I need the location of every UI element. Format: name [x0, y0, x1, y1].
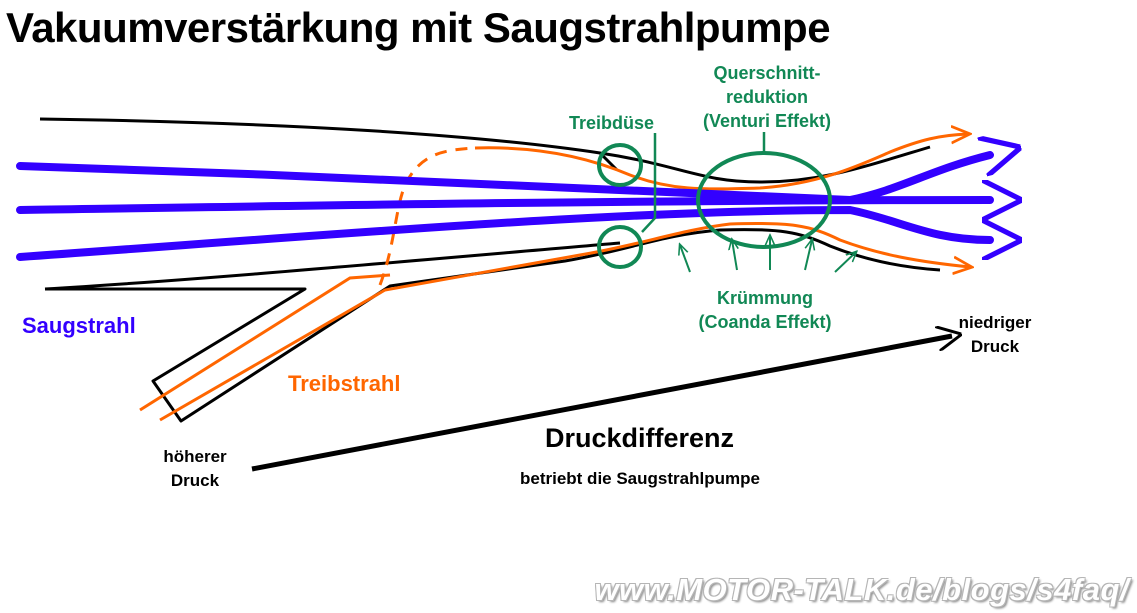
coanda-arrow [834, 252, 856, 273]
motive-jet-upper-stream [474, 134, 968, 191]
annotations [597, 132, 856, 273]
suction-stream-upper [16, 155, 990, 205]
housing-lower-wall [45, 228, 941, 423]
motive-jet-flow [139, 134, 970, 422]
page-title: Vakuumverstärkung mit Saugstrahlpumpe [6, 4, 831, 51]
coanda-arrow [732, 240, 737, 271]
pressure-difference-caption: betriebt die Saugstrahlpumpe [520, 469, 760, 488]
nozzle-lower-tip [44, 241, 621, 291]
coanda-arrow [680, 245, 691, 273]
cross-section-label-line: Querschnitt- [713, 63, 821, 83]
pressure-difference-arrow [251, 336, 952, 472]
motive-jet-label: Treibstrahl [288, 371, 401, 396]
nozzle-ring-lower [597, 225, 643, 269]
watermark: www.MOTOR-TALK.de/blogs/s4faq/ [594, 572, 1129, 607]
low-pressure-label: niedriger Druck [955, 311, 1035, 359]
high-pressure-label-line: Druck [170, 471, 220, 490]
motive-nozzle-label: Treibdüse [569, 113, 655, 133]
curvature-label-line: (Coanda Effekt) [698, 312, 832, 332]
coanda-arrow [804, 240, 812, 271]
suction-stream-middle [16, 200, 990, 210]
pressure-difference-label: Druckdifferenz [545, 423, 735, 453]
motive-jet-upper-dashed [378, 146, 476, 286]
low-pressure-label-line: Druck [970, 337, 1020, 356]
cross-section-label: Querschnitt- reduktion (Venturi Effekt) [682, 61, 852, 133]
curvature-label: Krümmung (Coanda Effekt) [675, 286, 855, 334]
nozzle-ring-upper [597, 143, 643, 187]
nozzle-pointer [641, 133, 657, 233]
high-pressure-label-line: höherer [163, 447, 227, 466]
suction-jet-label: Saugstrahl [22, 313, 136, 338]
cross-section-label-line: reduktion [725, 87, 808, 107]
cross-section-label-line: (Venturi Effekt) [702, 111, 831, 131]
low-pressure-label-line: niedriger [958, 313, 1032, 332]
coanda-arrows [680, 236, 856, 273]
motive-jet-upper-feed [139, 273, 391, 412]
motive-jet-lower-stream [159, 221, 970, 422]
high-pressure-label: höherer Druck [150, 445, 240, 493]
suction-jet-flow [16, 155, 990, 261]
suction-stream-lower [16, 205, 990, 261]
curvature-label-line: Krümmung [717, 288, 813, 308]
